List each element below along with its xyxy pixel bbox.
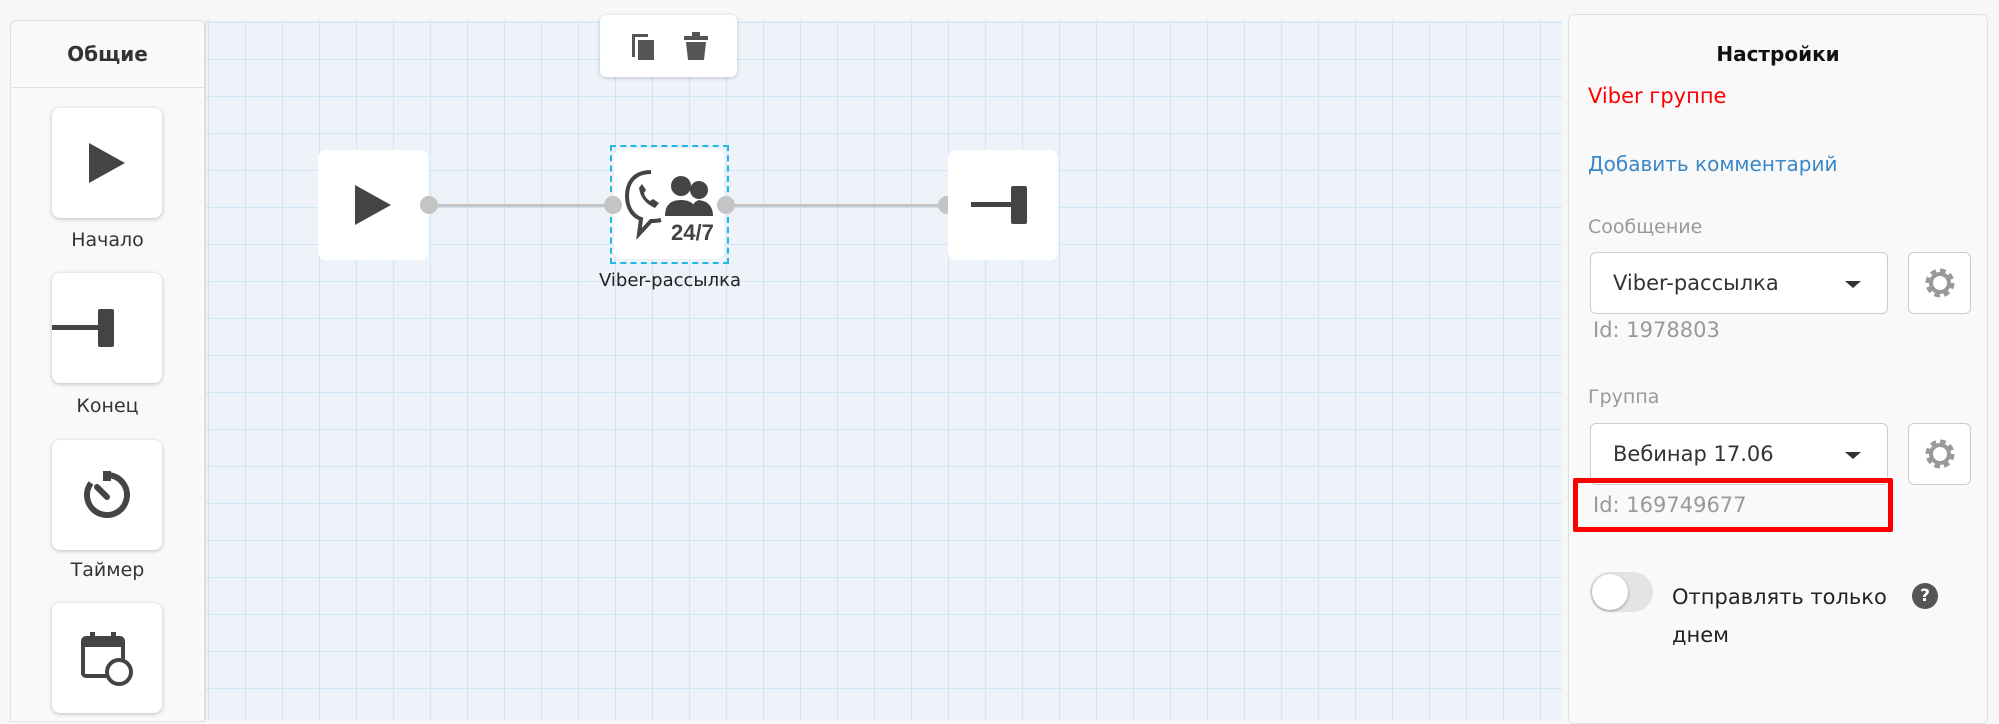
message-id: Id: 1978803 (1593, 318, 1720, 342)
node-badge: 24/7 (671, 220, 714, 244)
daytime-only-label: Отправлять только днем (1672, 585, 1887, 647)
group-id: Id: 169749677 (1593, 493, 1747, 517)
tool-calendar[interactable] (52, 603, 162, 713)
tool-end-label: Конец (76, 395, 139, 417)
node-viber-input-port[interactable] (604, 196, 622, 214)
tool-timer-label: Таймер (70, 559, 145, 581)
toggle-knob (1592, 574, 1628, 610)
message-settings-button[interactable] (1908, 252, 1971, 314)
copy-icon[interactable] (629, 31, 657, 61)
node-start-output-port[interactable] (420, 196, 438, 214)
chevron-down-icon (1845, 281, 1861, 288)
help-icon[interactable]: ? (1912, 583, 1938, 609)
message-select-value: Viber-рассылка (1613, 271, 1779, 295)
end-icon (971, 186, 1027, 224)
node-end[interactable] (948, 150, 1058, 260)
highlight-box (1573, 478, 1893, 532)
node-start[interactable] (318, 150, 428, 260)
message-label: Сообщение (1588, 216, 1703, 238)
tab-general[interactable]: Общие (10, 20, 205, 88)
flow-canvas[interactable] (205, 20, 1562, 720)
tool-end[interactable] (52, 273, 162, 383)
play-icon (89, 143, 125, 183)
group-select-value: Вебинар 17.06 (1613, 442, 1774, 466)
tool-start[interactable] (52, 108, 162, 218)
play-icon (355, 185, 391, 225)
connection-line (735, 204, 945, 207)
connection-line (438, 204, 608, 207)
add-comment-link[interactable]: Добавить комментарий (1588, 152, 1838, 176)
group-label: Группа (1588, 386, 1660, 408)
tool-start-label: Начало (71, 229, 144, 251)
tab-label: Общие (67, 42, 148, 66)
settings-title: Настройки (1716, 42, 1840, 66)
gear-icon (1925, 268, 1954, 298)
group-select[interactable]: Вебинар 17.06 (1590, 423, 1888, 485)
daytime-only-toggle[interactable] (1590, 572, 1653, 612)
node-toolbar (600, 15, 737, 77)
node-viber-label: Viber-рассылка (598, 270, 742, 291)
end-icon (52, 309, 114, 347)
tool-timer[interactable] (52, 440, 162, 550)
message-select[interactable]: Viber-рассылка (1590, 252, 1888, 314)
timer-icon (84, 471, 130, 518)
chevron-down-icon (1845, 452, 1861, 459)
viber-group-icon: 24/7 (624, 170, 714, 244)
settings-subtitle: Viber группе (1588, 84, 1727, 108)
group-settings-button[interactable] (1908, 423, 1971, 485)
trash-icon[interactable] (683, 31, 709, 61)
calendar-icon (81, 632, 133, 686)
gear-icon (1925, 439, 1954, 469)
node-viber[interactable]: 24/7 (614, 149, 724, 259)
node-viber-output-port[interactable] (717, 196, 735, 214)
